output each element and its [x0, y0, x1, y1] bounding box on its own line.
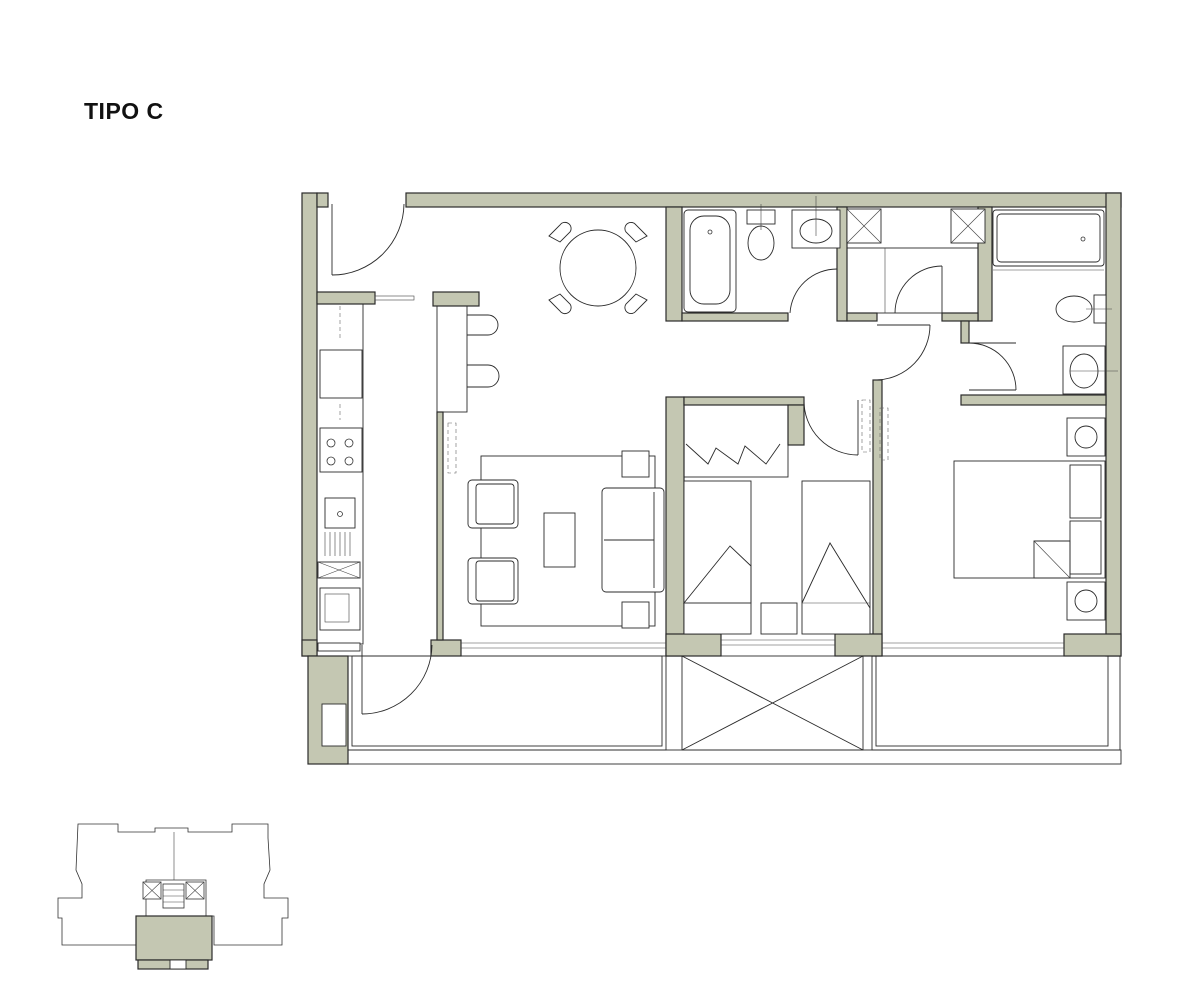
wall-bottom-bed2-right [834, 633, 883, 657]
bathroom-sink [1062, 345, 1106, 395]
bedroom-2 [683, 404, 871, 635]
unit-type-title: TIPO C [84, 98, 164, 124]
water-heater [321, 703, 347, 747]
closet-door-swing [894, 265, 943, 314]
wall-bar-top [432, 291, 480, 307]
burner-icon [326, 438, 336, 448]
bar-counter [436, 305, 468, 413]
bathroom2-door-swing [968, 342, 1017, 391]
wall-right [1105, 192, 1122, 657]
key-plan-unit-highlight [135, 915, 213, 961]
dining-chair [624, 221, 648, 243]
terrace-left [347, 655, 667, 751]
wall-entry-jamb-top [316, 192, 329, 208]
bedroom2-door-swing [803, 399, 859, 456]
twin-bed [801, 480, 871, 635]
coffee-table [543, 512, 576, 568]
burner-icon [344, 438, 354, 448]
bathroom-1 [683, 196, 841, 313]
nightstand [1066, 417, 1106, 457]
wall-kitchen-divider [436, 411, 444, 641]
living-room [467, 450, 665, 629]
twin-bed [683, 480, 752, 635]
dining-chair [548, 293, 572, 315]
wardrobe [683, 404, 789, 478]
terrace-left-inner [351, 655, 663, 747]
cooktop [319, 427, 363, 473]
shafts [846, 208, 986, 461]
hall-door-swing [876, 324, 931, 381]
service-door-swing [361, 644, 433, 715]
toilet [747, 225, 775, 261]
bar-stool [467, 364, 500, 388]
double-bed [953, 460, 1106, 579]
nightstand [1066, 581, 1106, 621]
wall-hall-top-right [941, 312, 979, 322]
vent-grille [317, 642, 361, 652]
wall-kitchen-top [316, 291, 376, 305]
wall-bottom-bed2-left [665, 633, 722, 657]
wall-bedroom2-jamb [787, 404, 805, 446]
entry-door-swing [331, 203, 405, 276]
wall-bedroom2-left [665, 396, 685, 657]
washer [319, 587, 361, 631]
kitchen [316, 303, 500, 747]
wall-top [405, 192, 1122, 208]
wall-bottom-right [1063, 633, 1122, 657]
lamp-icon [1074, 425, 1098, 449]
wall-left-outer [301, 192, 318, 657]
burner-icon [326, 456, 336, 466]
wall-bottom-left [301, 639, 318, 657]
bathtub [683, 209, 737, 313]
wall-bedroom-divider [872, 379, 883, 657]
wall-bottom-living [430, 639, 462, 657]
kitchen-sliding-panel [374, 295, 415, 301]
pillow [1069, 464, 1102, 519]
bedroom-1 [953, 417, 1106, 621]
bathroom-door-swing [789, 268, 838, 314]
lamp-icon [1074, 589, 1098, 613]
side-table [621, 450, 650, 478]
side-table [621, 601, 650, 629]
dining-chair [548, 221, 572, 243]
nightstand [760, 602, 798, 635]
key-plan-building [57, 823, 289, 946]
terraces [347, 639, 1122, 765]
wall-bath2-bottom [960, 394, 1107, 406]
doors [331, 203, 1017, 715]
dining [548, 221, 648, 315]
armchair [467, 557, 519, 605]
wall-bath2-jamb [960, 320, 970, 344]
bar-stool [467, 314, 499, 336]
dining-chair [624, 293, 648, 315]
kitchen-sink [324, 497, 356, 529]
wall-bath-bottom [681, 312, 789, 322]
wall-hall-top-left [846, 312, 878, 322]
bathtub [992, 209, 1105, 267]
terrace-void-diagonal-2 [681, 655, 864, 751]
wall-bedroom2-top [683, 396, 805, 406]
dining-table [559, 229, 637, 307]
fridge [319, 349, 363, 399]
terrace-right-inner [875, 655, 1109, 747]
wardrobe-doors [685, 443, 781, 465]
terrace-parapet [347, 749, 1122, 765]
hall-closet [846, 247, 979, 314]
armchair [467, 479, 519, 529]
key-plan [57, 823, 289, 970]
bathroom-2 [992, 209, 1118, 395]
wall-living-bath [665, 206, 683, 322]
terrace-right [871, 655, 1121, 751]
burner-icon [344, 456, 354, 466]
